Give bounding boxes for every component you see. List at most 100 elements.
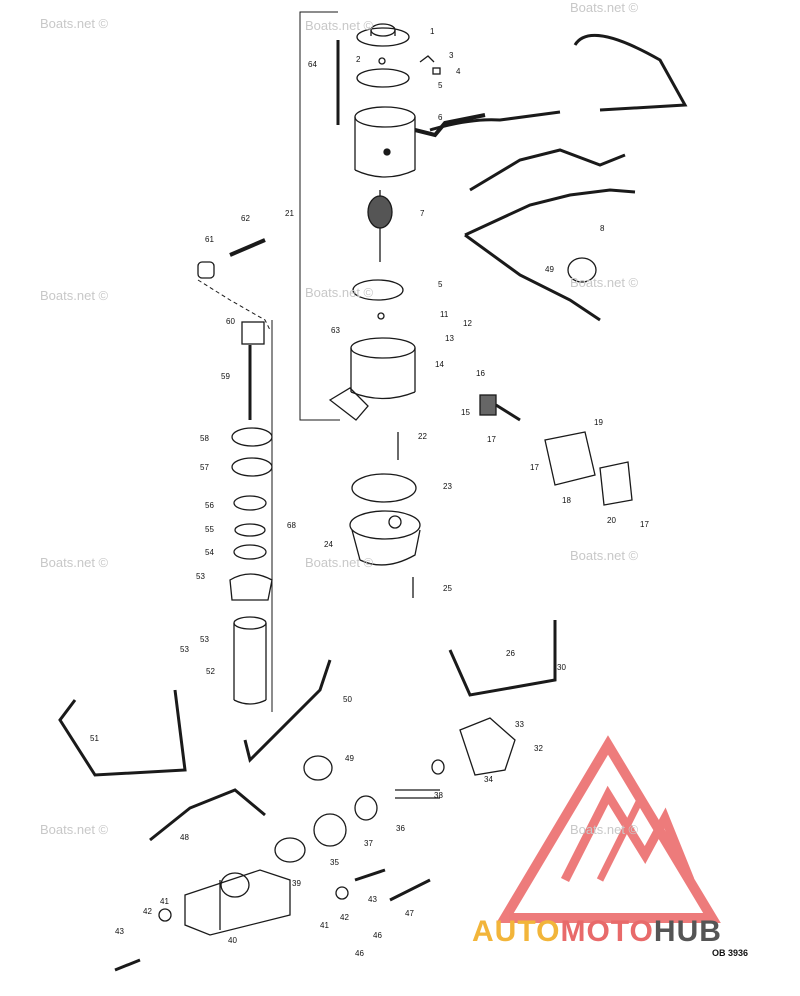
watermark: Boats.net ©: [570, 0, 639, 15]
callout-label: 5: [438, 280, 443, 289]
part-34-pump-body: [459, 717, 516, 776]
callout-label: 36: [396, 824, 405, 833]
part-37-ring: [354, 795, 378, 821]
part-7-armature: [367, 190, 393, 262]
callout-label: 15: [461, 408, 470, 417]
part-11-washer: [377, 312, 385, 320]
wire-harness-top: [429, 33, 688, 132]
callout-label: 42: [340, 913, 349, 922]
brand-wordmark: AUTOMOTOHUB: [472, 915, 722, 949]
callout-label: 12: [463, 319, 472, 328]
callout-label: 39: [292, 879, 301, 888]
part-51-line: [58, 689, 187, 777]
callout-label: 35: [330, 858, 339, 867]
part-24-cover: [349, 510, 421, 566]
callout-label: 46: [355, 949, 364, 958]
part-26-line: [448, 620, 557, 697]
callout-label: 1: [430, 27, 435, 36]
watermark: Boats.net ©: [305, 18, 374, 33]
callout-label: 49: [545, 265, 554, 274]
callout-label: 53: [180, 645, 189, 654]
part-55-ring: [234, 523, 266, 537]
callout-label: 50: [343, 695, 352, 704]
callout-label: 21: [285, 209, 294, 218]
brand-part-2: MOTO: [560, 915, 654, 948]
brand-part-3: HUB: [653, 915, 722, 948]
callout-label: 43: [368, 895, 377, 904]
part-42-nut-left: [158, 908, 172, 922]
diagram-code: OB 3936: [712, 948, 749, 958]
watermark: Boats.net ©: [40, 16, 109, 31]
callout-label: 64: [308, 60, 317, 69]
part-5-ring-top: [356, 68, 410, 88]
part-60-clamp: [241, 321, 265, 345]
callout-label: 60: [226, 317, 235, 326]
watermark: Boats.net ©: [570, 548, 639, 563]
part-40-block: [184, 869, 291, 936]
callout-label: 19: [594, 418, 603, 427]
part-2-washer: [378, 57, 386, 65]
callout-label: 53: [196, 572, 205, 581]
callout-label: 49: [345, 754, 354, 763]
part-43-bolt-left: [114, 958, 141, 972]
callout-label: 54: [205, 548, 214, 557]
wire-harness-mid: [469, 148, 626, 192]
callout-label: 33: [515, 720, 524, 729]
callout-label: 53: [200, 635, 209, 644]
group-21-bracket: [299, 11, 340, 421]
callout-label: 42: [143, 907, 152, 916]
part-43-bolt-right: [354, 868, 386, 882]
callout-label: 58: [200, 434, 209, 443]
part-23-o-ring: [351, 473, 417, 503]
part-52-cylinder: [233, 616, 267, 705]
watermark: Boats.net ©: [305, 555, 374, 570]
callout-label: 32: [534, 744, 543, 753]
part-54-seal: [233, 544, 267, 560]
callout-label: 2: [356, 55, 361, 64]
watermark: Boats.net ©: [305, 285, 374, 300]
callout-label: 43: [115, 927, 124, 936]
part-14-end-housing: [328, 337, 416, 421]
callout-label: 41: [160, 897, 169, 906]
part-47-bolt: [389, 878, 431, 902]
callout-label: 51: [90, 734, 99, 743]
callout-label: 25: [443, 584, 452, 593]
callout-label: 8: [600, 224, 605, 233]
part-5-ring-bottom: [352, 279, 404, 301]
part-50-line: [243, 659, 332, 763]
callout-label: 14: [435, 360, 444, 369]
callout-label: 30: [557, 663, 566, 672]
part-20-plate: [599, 461, 633, 506]
part-42-nut-right: [335, 886, 349, 900]
callout-label: 48: [180, 833, 189, 842]
callout-label: 17: [530, 463, 539, 472]
callout-label: 3: [449, 51, 454, 60]
callout-label: 40: [228, 936, 237, 945]
part-1-cap: [356, 23, 410, 47]
part-56-seal: [233, 495, 267, 511]
part-57-ring: [231, 457, 273, 477]
part-3-clip: [419, 55, 435, 63]
callout-label: 22: [418, 432, 427, 441]
callout-label: 62: [241, 214, 250, 223]
part-49-snap-ring: [303, 755, 333, 781]
part-38-seal: [431, 759, 445, 775]
watermark: Boats.net ©: [40, 555, 109, 570]
callout-label: 17: [640, 520, 649, 529]
callout-label: 68: [287, 521, 296, 530]
part-17-switch: [479, 394, 521, 422]
callout-label: 56: [205, 501, 214, 510]
callout-label: 13: [445, 334, 454, 343]
brand-part-1: AUTO: [472, 915, 561, 948]
callout-label: 52: [206, 667, 215, 676]
callout-label: 41: [320, 921, 329, 930]
part-39-seal: [274, 837, 306, 863]
part-53-bracket: [229, 573, 273, 601]
callout-label: 23: [443, 482, 452, 491]
callout-label: 34: [484, 775, 493, 784]
brand-triangle-logo: [496, 735, 721, 923]
part-35-sleeve: [313, 813, 347, 847]
wire-harness-8: [464, 188, 636, 322]
callout-label: 4: [456, 67, 461, 76]
